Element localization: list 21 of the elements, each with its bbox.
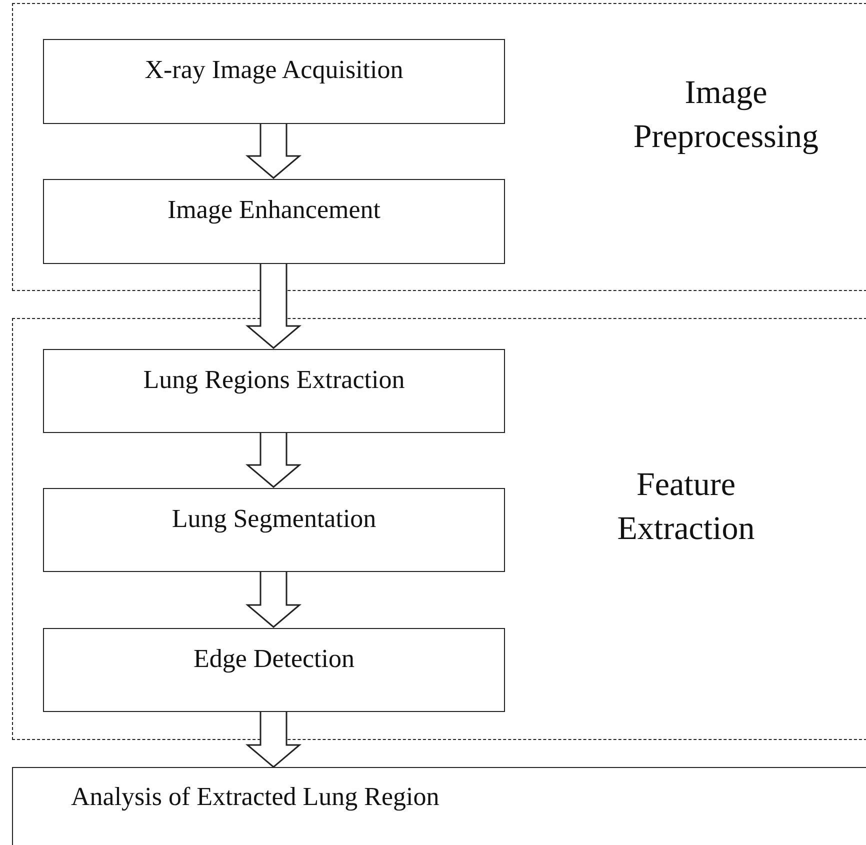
process-box [43, 349, 505, 433]
step-label: Lung Segmentation [172, 504, 376, 534]
group-heading: Feature Extraction [616, 466, 756, 549]
process-box [43, 179, 505, 264]
block-arrow [245, 710, 302, 768]
process-box [43, 39, 505, 124]
block-arrow [245, 262, 302, 349]
step-label: Edge Detection [194, 644, 354, 674]
block-arrow [245, 122, 302, 179]
block-arrow [245, 431, 302, 488]
step-label: Lung Regions Extraction [143, 365, 405, 395]
process-box [43, 488, 505, 572]
step-label: X-ray Image Acquisition [144, 55, 404, 85]
dashed-group-box [12, 318, 866, 740]
process-box [43, 628, 505, 712]
step-label: Analysis of Extracted Lung Region [71, 782, 440, 812]
block-arrow [245, 570, 302, 628]
process-box [12, 767, 866, 845]
step-label: Image Enhancement [168, 195, 380, 225]
group-heading: Image Preprocessing [632, 74, 820, 157]
dashed-group-box [12, 3, 866, 291]
